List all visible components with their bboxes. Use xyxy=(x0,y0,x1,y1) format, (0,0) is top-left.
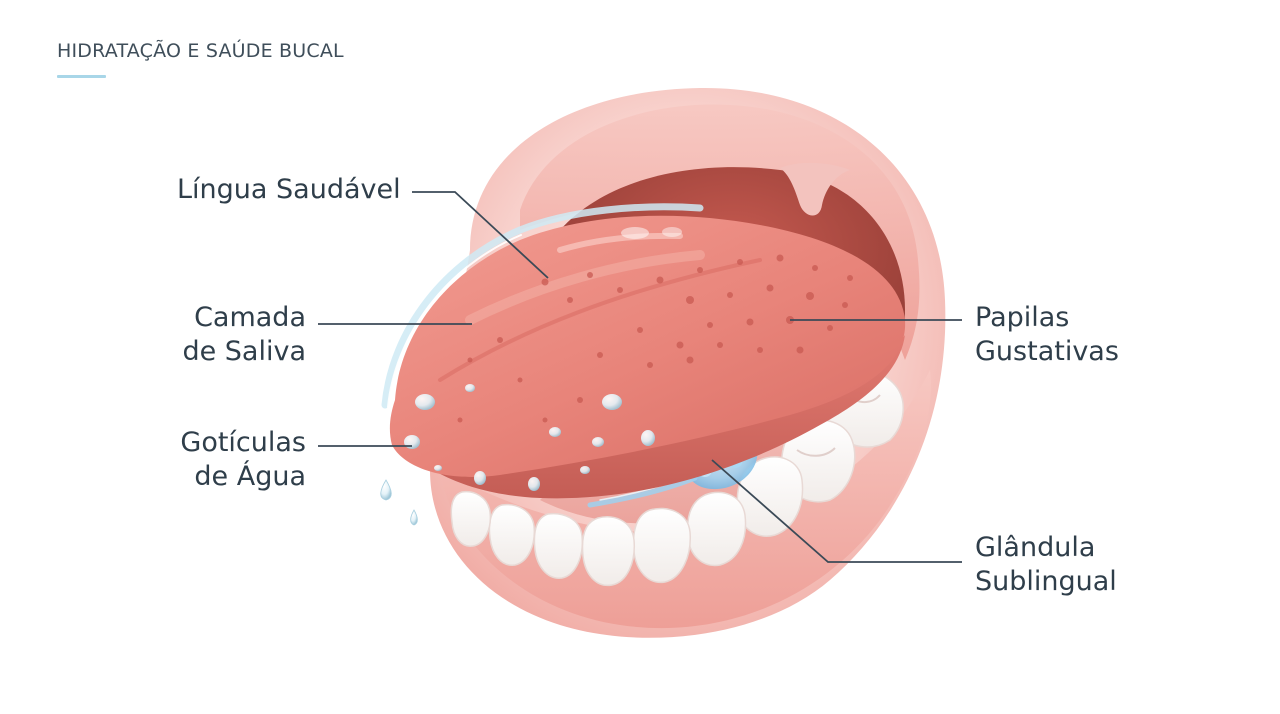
saliva-layer xyxy=(381,203,704,409)
water-droplets xyxy=(380,384,655,526)
label-taste-buds: Papilas Gustativas xyxy=(975,301,1119,369)
label-saliva-layer-line2: de Saliva xyxy=(182,336,306,367)
label-healthy-tongue-text: Língua Saudável xyxy=(177,174,401,205)
label-saliva-layer-line1: Camada xyxy=(194,302,306,333)
label-water-droplets-line1: Gotículas xyxy=(180,427,306,458)
header: HIDRATAÇÃO E SAÚDE BUCAL xyxy=(57,40,344,78)
title-underline xyxy=(57,75,106,78)
page-title: HIDRATAÇÃO E SAÚDE BUCAL xyxy=(57,40,344,62)
label-water-droplets-line2: de Água xyxy=(194,461,306,492)
label-sublingual-gland: Glândula Sublingual xyxy=(975,531,1117,599)
label-healthy-tongue: Língua Saudável xyxy=(177,173,401,207)
label-water-droplets: Gotículas de Água xyxy=(180,426,306,494)
label-sublingual-gland-line2: Sublingual xyxy=(975,566,1117,597)
label-sublingual-gland-line1: Glândula xyxy=(975,532,1096,563)
uvula xyxy=(780,162,850,216)
label-taste-buds-line2: Gustativas xyxy=(975,336,1119,367)
leader-sublingual-gland xyxy=(711,459,962,563)
leader-healthy-tongue xyxy=(412,191,549,279)
leader-lines xyxy=(318,191,962,563)
label-saliva-layer: Camada de Saliva xyxy=(182,301,306,369)
tongue-groove xyxy=(438,258,762,382)
label-taste-buds-line1: Papilas xyxy=(975,302,1070,333)
tongue-body xyxy=(389,215,906,477)
taste-bud-dots xyxy=(457,254,853,423)
lower-teeth xyxy=(450,368,904,587)
